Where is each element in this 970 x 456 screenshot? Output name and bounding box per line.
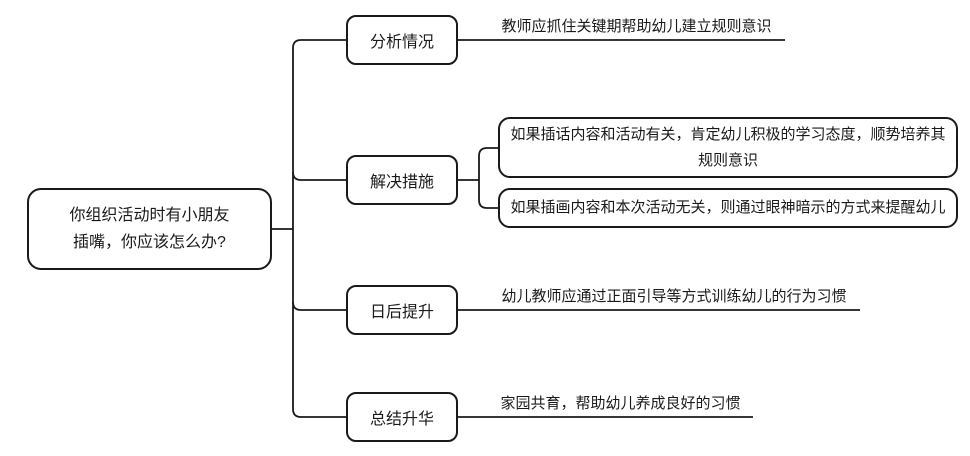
edge-trunk <box>292 39 346 418</box>
subtopic-node-unrelated-interruption[interactable]: 如果插画内容和本次活动无关，则通过眼神暗示的方式来提醒幼儿 <box>498 188 958 228</box>
edge-sub-trunk <box>478 147 498 209</box>
note-label-analyze[interactable]: 教师应抓住关键期帮助幼儿建立规则意识 <box>501 18 772 35</box>
branch-node-summary[interactable]: 总结升华 <box>346 392 458 442</box>
edge-branch-2 <box>292 171 346 181</box>
note-label-improvement[interactable]: 幼儿教师应通过正面引导等方式训练幼儿的行为习惯 <box>501 288 847 305</box>
note-label-summary[interactable]: 家园共育，帮助幼儿养成良好的习惯 <box>500 395 741 412</box>
root-node[interactable]: 你组织活动时有小朋友 插嘴，你应该怎么办? <box>27 188 272 270</box>
branch-node-improvement[interactable]: 日后提升 <box>346 285 458 335</box>
edge-branch-3 <box>292 301 346 311</box>
branch-node-solutions[interactable]: 解决措施 <box>346 155 458 205</box>
subtopic-node-related-interruption[interactable]: 如果插话内容和活动有关，肯定幼儿积极的学习态度，顺势培养其规则意识 <box>498 117 958 178</box>
branch-node-analyze[interactable]: 分析情况 <box>346 15 458 65</box>
